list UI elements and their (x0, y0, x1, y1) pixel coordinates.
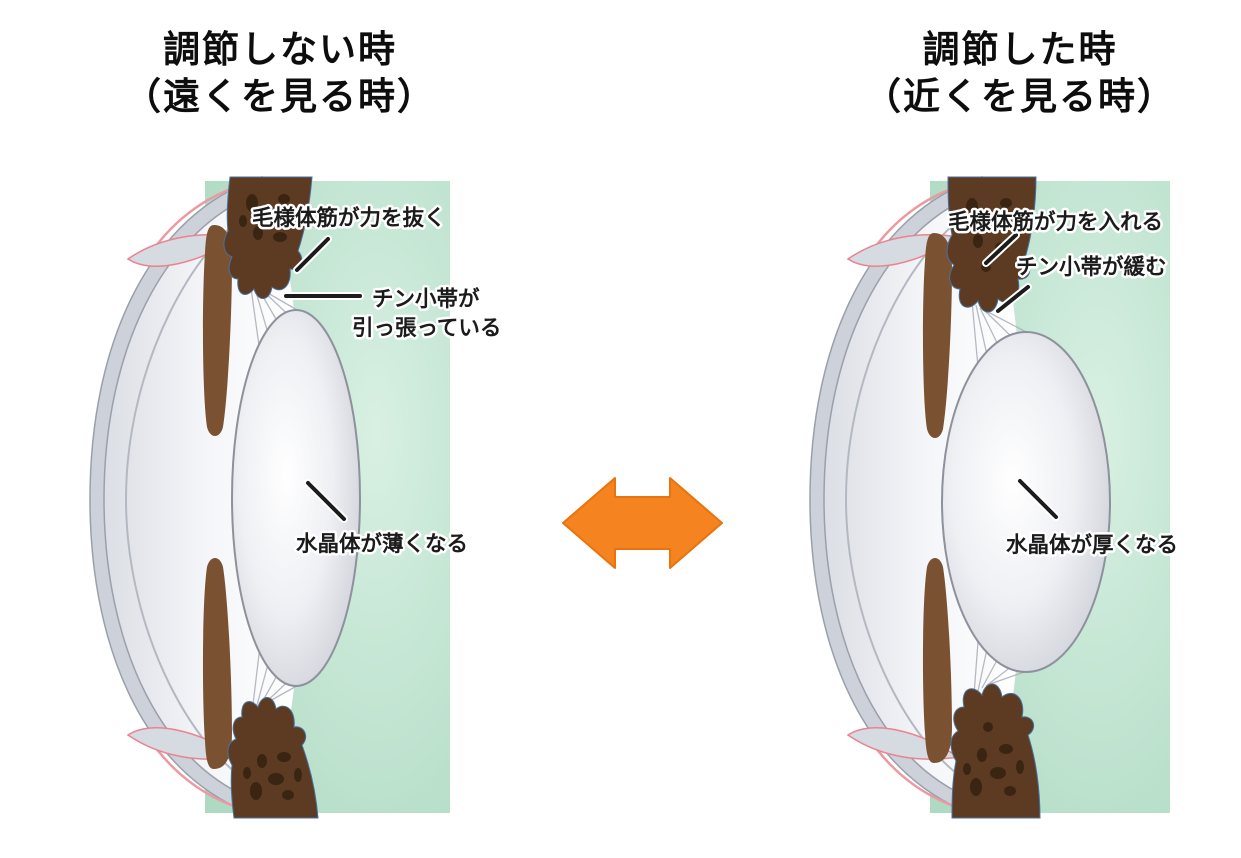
double-arrow-shape (562, 477, 723, 569)
ciliary-muscle-bottom (950, 683, 1041, 819)
lens-leader-line (306, 481, 346, 521)
lens-leader-line (1018, 479, 1058, 519)
left-lens-label: 水晶体が薄くなる (296, 531, 468, 556)
right-zonule-label: チン小帯が緩む (1016, 254, 1167, 279)
ciliary-leader-line (984, 233, 1018, 265)
left-ciliary-label: 毛様体筋が力を抜く (252, 205, 446, 230)
iris-bottom (202, 558, 232, 769)
left-title-line2: （遠くを見る時） (124, 76, 436, 118)
lens-thin (231, 309, 361, 687)
right-eye-diagram: 毛様体筋が力を入れる チン小帯が緩む 水晶体が厚くなる (809, 176, 1181, 819)
left-title-line1: 調節しない時 (163, 29, 397, 70)
ciliary-muscle-top (223, 176, 313, 299)
right-lens-label: 水晶体が厚くなる (1006, 532, 1178, 557)
right-panel-title: 調節した時 （近くを見る時） (780, 26, 1241, 121)
cornea-anterior-chamber (90, 177, 304, 817)
left-zonule-label-line1: チン小帯が (372, 286, 480, 311)
right-title-line2: （近くを見る時） (864, 76, 1176, 118)
right-ciliary-label: 毛様体筋が力を入れる (948, 209, 1163, 234)
left-panel-title: 調節しない時 （遠くを見る時） (40, 26, 520, 121)
cornea-anterior-chamber (810, 177, 1024, 817)
ciliary-leader-line (295, 237, 330, 272)
bidirectional-arrow (562, 477, 723, 569)
left-zonule-label-line2: 引っ張っている (352, 316, 501, 340)
iris-top (922, 233, 952, 438)
lens-thick (941, 331, 1111, 673)
right-title-line1: 調節した時 (922, 29, 1118, 70)
ciliary-muscle-top (946, 176, 1037, 313)
iris-bottom (922, 558, 952, 763)
zonule-leader-line (996, 285, 1030, 313)
iris-top (202, 225, 232, 436)
left-eye-diagram: 毛様体筋が力を抜く チン小帯が 引っ張っている 水晶体が薄くなる (89, 176, 504, 819)
ciliary-muscle-bottom (227, 697, 319, 819)
